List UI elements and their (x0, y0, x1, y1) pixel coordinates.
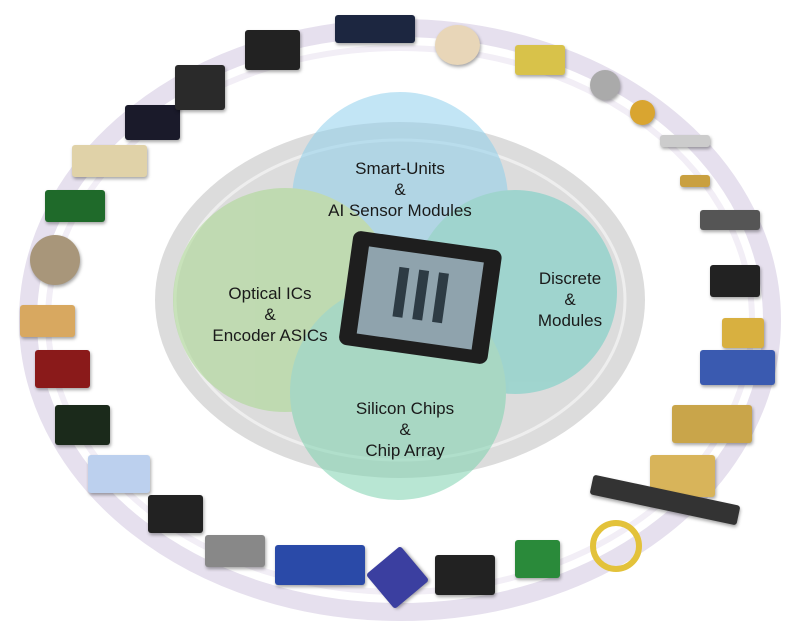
photodiode-component (680, 175, 710, 187)
label-line: Optical ICs (228, 284, 312, 303)
green-die-component (55, 405, 110, 445)
wafer-die-component (30, 235, 80, 285)
center-chip (339, 231, 502, 364)
label-line: Smart-Units (355, 159, 445, 178)
pcb-sensor-component (515, 540, 560, 578)
distance-sensor-component (335, 15, 415, 43)
label-silicon-chips: Silicon Chips & Chip Array (330, 398, 480, 461)
label-line: Discrete (538, 269, 602, 288)
label-line: Modules (537, 311, 603, 330)
optical-encoder-module-component (175, 65, 225, 110)
red-display-component (35, 350, 90, 388)
lcd-module-component (700, 350, 775, 385)
ccd-module-component (275, 545, 365, 585)
photo-interrupter-component (245, 30, 300, 70)
label-line: Silicon Chips (355, 399, 455, 418)
label-line: & (394, 180, 406, 199)
dip-array-component (45, 190, 105, 222)
label-optical-ics: Optical ICs & Encoder ASICs (195, 283, 345, 346)
to-can-sensor-component (590, 70, 620, 100)
buzzer-component (515, 45, 565, 75)
phototransistor-array-component (700, 210, 760, 230)
label-line: & (564, 290, 576, 309)
chip-array-component (72, 145, 147, 177)
qfn-sensor-component (435, 555, 495, 595)
ir-receiver-component (722, 318, 764, 348)
coil-component (590, 520, 642, 572)
encoder-ic-component (148, 495, 203, 533)
chip-carrier-component (205, 535, 265, 567)
flow-sensor-component (435, 25, 480, 65)
label-line: Encoder ASICs (212, 326, 328, 345)
label-line: AI Sensor Modules (328, 201, 472, 220)
linear-sensor-component (672, 405, 752, 443)
photodetector-component (20, 305, 75, 337)
encoder-chip-component (88, 455, 150, 493)
label-smart-units: Smart-Units & AI Sensor Modules (320, 158, 480, 221)
smd-sensor-component (710, 265, 760, 297)
laser-diode-component (630, 100, 655, 125)
label-discrete: Discrete & Modules (515, 268, 625, 331)
label-line: & (399, 420, 411, 439)
label-line: Chip Array (365, 441, 445, 460)
label-line: & (264, 305, 276, 324)
slot-sensor-component (125, 105, 180, 140)
led-component (660, 135, 710, 147)
